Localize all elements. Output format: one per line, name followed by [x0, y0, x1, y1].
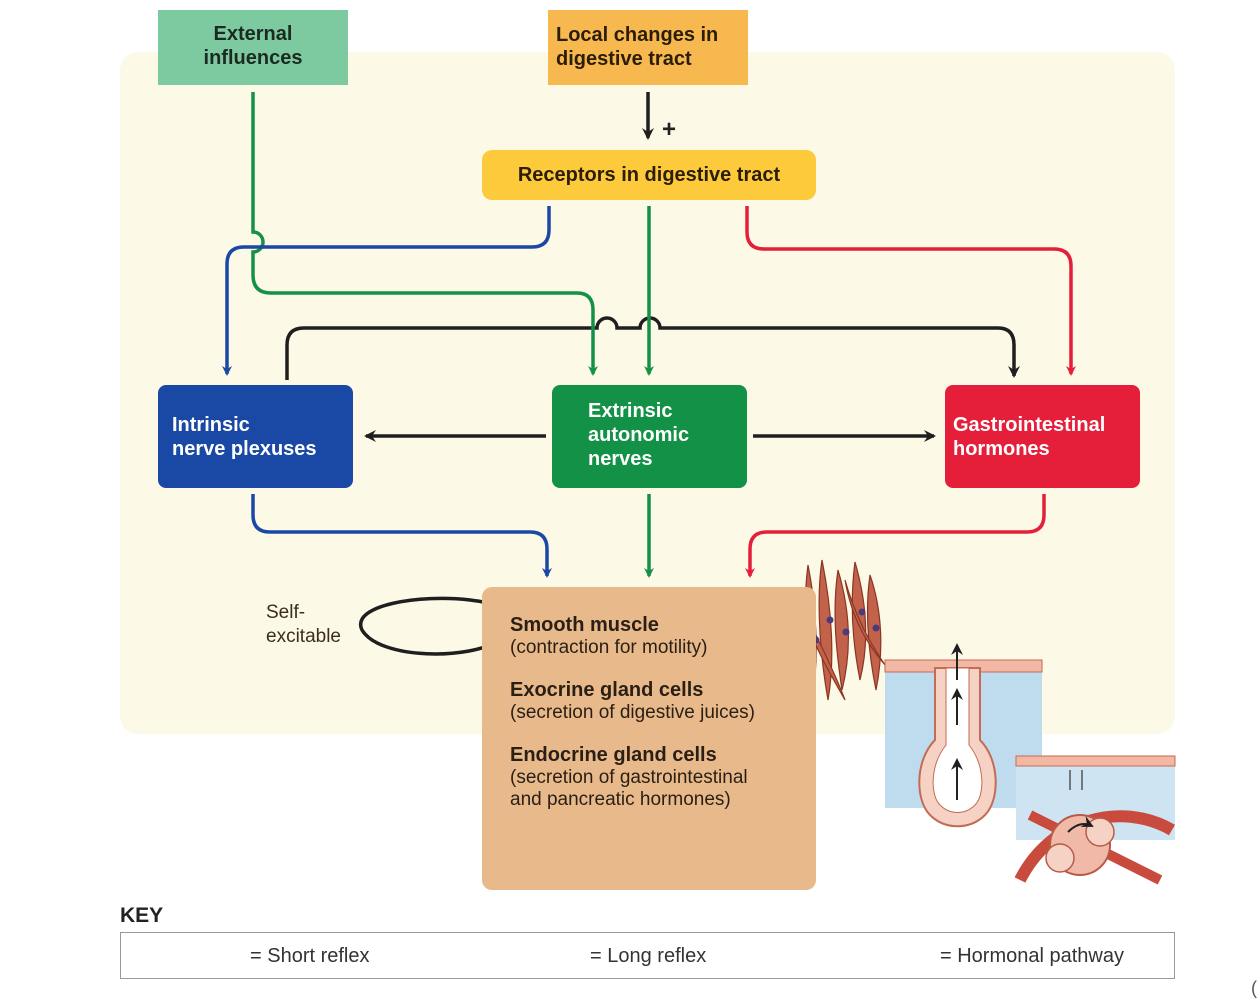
intrinsic-nerve-plexuses-box: Intrinsic nerve plexuses: [158, 385, 353, 488]
effector-cells-box: Smooth muscle (contraction for motility)…: [482, 587, 816, 890]
receptors-box: Receptors in digestive tract: [482, 150, 816, 200]
gi-line-2: hormones: [953, 438, 1050, 460]
intrinsic-line-2: nerve plexuses: [172, 438, 317, 460]
local-line-1: Local changes in: [556, 24, 719, 46]
external-line-1: External: [213, 23, 293, 45]
arrow-receptors-to-gi-hormones: [745, 206, 1076, 376]
stimulus-plus-sign: +: [662, 116, 677, 143]
exocrine-gland-illustration: [884, 643, 1043, 828]
external-line-2: influences: [203, 47, 303, 69]
effector-description: and pancreatic hormones): [510, 789, 731, 811]
gastrointestinal-hormones-box: Gastrointestinal hormones: [945, 385, 1140, 488]
edge-fragment: (: [1251, 978, 1257, 998]
external-influences-box: External influences: [158, 10, 348, 85]
extrinsic-line-3: nerves: [588, 448, 653, 470]
extrinsic-line-2: autonomic: [588, 424, 690, 446]
effector-description: (contraction for motility): [510, 637, 708, 658]
local-line-2: digestive tract: [556, 48, 692, 70]
key-short-reflex-label: = Short reflex: [250, 945, 370, 967]
key-long-reflex-label: = Long reflex: [590, 945, 707, 967]
receptors-label: Receptors in digestive tract: [517, 164, 781, 186]
arrow-external-to-extrinsic: [251, 92, 598, 376]
intrinsic-line-1: Intrinsic: [172, 414, 250, 436]
self-excitable-line-1: Self-: [266, 602, 306, 623]
extrinsic-autonomic-nerves-box: Extrinsic autonomic nerves: [552, 385, 747, 488]
key-legend-box: [120, 932, 1175, 979]
effector-title: Endocrine gland cells: [510, 743, 717, 766]
key-hormonal-pathway-label: = Hormonal pathway: [940, 945, 1124, 967]
local-changes-box: Local changes in digestive tract: [548, 10, 748, 85]
effector-endocrine-gland: Endocrine gland cells (secretion of gast…: [510, 743, 816, 813]
self-excitable-line-2: excitable: [266, 625, 341, 647]
extrinsic-line-1: Extrinsic: [588, 400, 673, 422]
effector-exocrine-gland: Exocrine gland cells (secretion of diges…: [510, 678, 816, 725]
effector-description: (secretion of gastrointestinal: [510, 766, 748, 788]
arrow-gi-hormones-to-effectors: [745, 494, 1046, 578]
effector-smooth-muscle: Smooth muscle (contraction for motility): [510, 613, 816, 660]
smooth-muscle-illustration: [799, 559, 886, 706]
gi-line-1: Gastrointestinal: [953, 414, 1106, 436]
arrow-receptors-to-intrinsic: [222, 206, 551, 376]
arrow-intrinsic-to-effectors: [251, 494, 552, 578]
key-title: KEY: [120, 904, 164, 927]
self-excitable-label: Self- excitable: [266, 601, 341, 649]
effector-title: Smooth muscle: [510, 614, 659, 636]
effector-description: (secretion of digestive juices): [510, 701, 755, 723]
effector-title: Exocrine gland cells: [510, 678, 704, 701]
endocrine-gland-illustration: [1014, 755, 1176, 885]
arrow-intrinsic-to-gi-hormones: [285, 316, 1020, 380]
